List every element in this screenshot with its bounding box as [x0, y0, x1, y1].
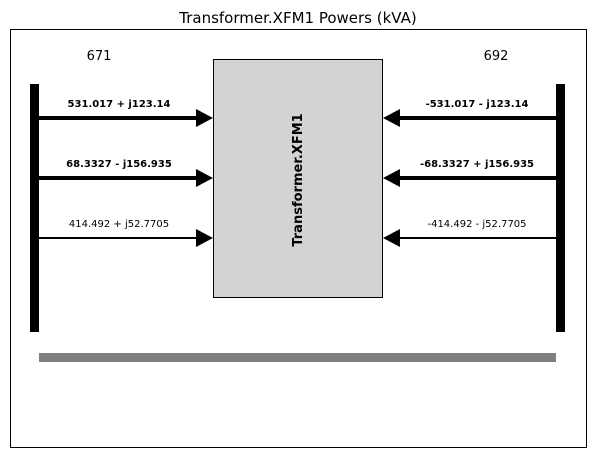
left-power-value-phase-2: 68.3327 - j156.935 [66, 159, 172, 170]
plot-frame [10, 29, 587, 448]
right-arrowhead-phase-1 [383, 109, 400, 127]
right-arrowhead-phase-3 [383, 229, 400, 247]
right-power-value-phase-2: -68.3327 + j156.935 [420, 159, 534, 170]
right-bus-bar [556, 84, 565, 332]
diagram-title: Transformer.XFM1 Powers (kVA) [178, 9, 416, 27]
bottom-bar [39, 353, 556, 362]
right-power-value-phase-3: -414.492 - j52.7705 [427, 219, 526, 230]
left-power-value-phase-3: 414.492 + j52.7705 [69, 219, 169, 230]
left-arrowhead-phase-1 [196, 109, 213, 127]
left-power-value-phase-1: 531.017 + j123.14 [68, 99, 171, 110]
left-bus-label: 671 [87, 49, 112, 64]
phase-flows: 531.017 + j123.14 -531.017 - j123.14 68.33… [39, 99, 556, 247]
left-arrowhead-phase-3 [196, 229, 213, 247]
right-bus-label: 692 [484, 49, 509, 64]
right-power-value-phase-1: -531.017 - j123.14 [426, 99, 529, 110]
transformer-box [213, 59, 383, 298]
left-bus-bar [30, 84, 39, 332]
right-arrowhead-phase-2 [383, 169, 400, 187]
left-arrowhead-phase-2 [196, 169, 213, 187]
transformer-label: Transformer.XFM1 [291, 113, 306, 246]
